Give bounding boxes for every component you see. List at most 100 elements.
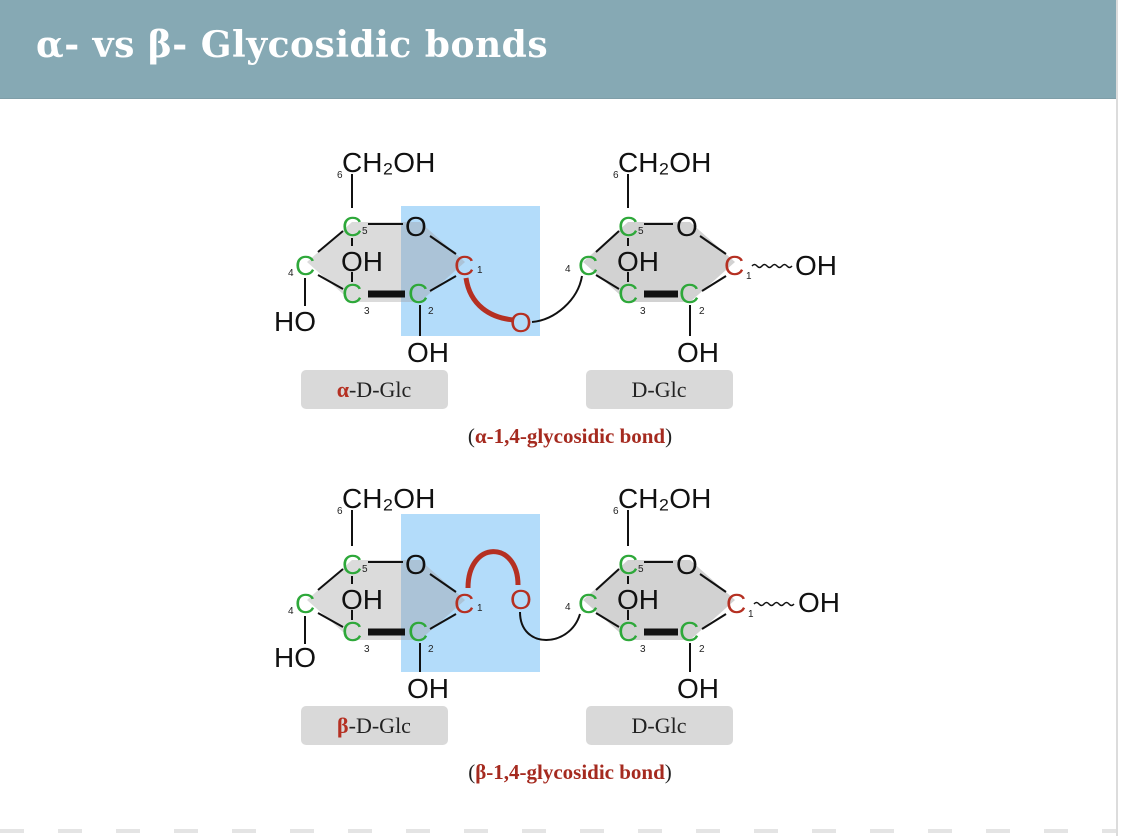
beta-bond-caption: (β-1,4-glycosidic bond): [468, 760, 672, 784]
alpha-left-c5-c4-bond: [317, 230, 344, 253]
alpha-glycosidic-o: O: [510, 307, 532, 338]
beta-left-anomer-prefix: β: [337, 713, 349, 738]
alpha-left-c3-oh: OH: [341, 246, 383, 277]
alpha-left-ch2oh: CH₂OH: [342, 147, 435, 178]
page-edge: [1116, 0, 1118, 836]
beta-bond-label: β-1,4-glycosidic bond: [475, 760, 665, 784]
alpha-right-ch2oh: CH₂OH: [618, 147, 711, 178]
alpha-left-sugar-name: -D-Glc: [349, 377, 412, 402]
alpha-left-c1-number: 1: [477, 265, 483, 276]
beta-left-c1: C: [454, 588, 474, 619]
alpha-right-c3-number: 3: [640, 306, 646, 317]
beta-right-ring: [583, 560, 735, 640]
alpha-left-ring-overlap: [401, 222, 465, 302]
alpha-left-c3: C: [342, 278, 362, 309]
beta-left-ring-overlap: [401, 560, 465, 640]
alpha-right-c3-oh: OH: [617, 246, 659, 277]
alpha-left-c4: C: [295, 250, 315, 281]
beta-right-sugar-name: D-Glc: [632, 713, 687, 738]
beta-left-c2-number: 2: [428, 644, 434, 655]
beta-left-sugar-name: -D-Glc: [349, 713, 412, 738]
alpha-right-c2-oh: OH: [677, 337, 719, 368]
beta-right-c1-c2-bond: [701, 613, 727, 630]
beta-panel: CH₂OH 6 C 5 O C 1 C 2 C 3 C 4 OH HO OH O…: [274, 483, 840, 784]
beta-right-c2-oh: OH: [677, 673, 719, 704]
beta-right-c1-oh: OH: [798, 587, 840, 618]
beta-left-c3-oh: OH: [341, 584, 383, 615]
alpha-left-c2-number: 2: [428, 306, 434, 317]
beta-left-c2-oh: OH: [407, 673, 449, 704]
beta-right-c2-number: 2: [699, 644, 705, 655]
beta-right-c4-number: 4: [565, 602, 571, 613]
alpha-bond-caption: (α-1,4-glycosidic bond): [468, 424, 672, 448]
alpha-right-pill: [586, 370, 733, 409]
alpha-left-c5: C: [342, 211, 362, 242]
beta-left-ring-o: O: [405, 549, 427, 580]
alpha-c4-linkage: [531, 275, 583, 323]
alpha-anomeric-wavy-bond: [751, 263, 793, 269]
alpha-left-c1-c2-bond: [429, 275, 457, 292]
alpha-left-c3-number: 3: [364, 306, 370, 317]
alpha-right-c5-c4-bond: [595, 230, 620, 253]
alpha-left-anomer-prefix: α: [337, 377, 350, 402]
beta-right-c6-number: 6: [613, 506, 619, 517]
beta-right-c4-c3-bond: [595, 612, 620, 628]
beta-left-c5: C: [342, 549, 362, 580]
alpha-right-c1-oh: OH: [795, 250, 837, 281]
alpha-right-c2: C: [679, 278, 699, 309]
alpha-bond-close: ): [665, 424, 672, 448]
beta-right-o-c1-bond: [699, 573, 727, 593]
beta-bond-close: ): [665, 760, 672, 784]
title-bar: α- vs β- Glycosidic bonds: [0, 0, 1116, 99]
beta-left-c2: C: [408, 616, 428, 647]
alpha-right-c4-c3-bond: [595, 274, 620, 290]
alpha-left-c4-c3-bond: [317, 274, 344, 290]
alpha-right-ring-o: O: [676, 211, 698, 242]
beta-right-c4: C: [578, 588, 598, 619]
beta-bond-open: (: [468, 760, 475, 784]
beta-right-c1-number: 1: [748, 609, 754, 620]
beta-right-c2: C: [679, 616, 699, 647]
alpha-right-c2-number: 2: [699, 306, 705, 317]
alpha-panel: CH₂OH 6 C 5 O C 1 C 2 C 3 C 4 OH HO OH O…: [274, 147, 837, 448]
alpha-glycosidic-arc: [463, 277, 515, 323]
beta-left-c5-number: 5: [362, 564, 368, 575]
alpha-left-pill-label: α-D-Glc: [337, 377, 412, 402]
alpha-left-c1: C: [454, 250, 474, 281]
alpha-bond-open: (: [468, 424, 475, 448]
beta-right-c5: C: [618, 549, 638, 580]
beta-right-c3: C: [618, 616, 638, 647]
beta-left-pill-label: β-D-Glc: [337, 713, 411, 738]
alpha-right-c3: C: [618, 278, 638, 309]
beta-glycosidic-arc: [465, 549, 521, 589]
alpha-right-o-c1-bond: [699, 235, 727, 255]
beta-left-ch2oh: CH₂OH: [342, 483, 435, 514]
alpha-right-c5: C: [618, 211, 638, 242]
alpha-right-c4: C: [578, 250, 598, 281]
beta-right-c3-number: 3: [640, 644, 646, 655]
beta-left-c1-c2-bond: [429, 613, 457, 630]
beta-left-c5-c4-bond: [317, 568, 344, 591]
beta-left-c3-number: 3: [364, 644, 370, 655]
alpha-right-c1-c2-bond: [701, 275, 727, 292]
alpha-right-c4-number: 4: [565, 264, 571, 275]
alpha-bond-label: α-1,4-glycosidic bond: [475, 424, 666, 448]
beta-right-c5-c4-bond: [595, 568, 620, 591]
beta-right-ring-o: O: [676, 549, 698, 580]
alpha-left-ring-o: O: [405, 211, 427, 242]
alpha-right-sugar-name: D-Glc: [632, 377, 687, 402]
alpha-left-o-c1-bond: [429, 235, 457, 255]
beta-glycosidic-o: O: [510, 584, 532, 615]
beta-right-c1: C: [726, 588, 746, 619]
beta-right-pill: [586, 706, 733, 745]
beta-left-pill: [301, 706, 448, 745]
beta-anomeric-wavy-bond: [753, 601, 795, 607]
beta-c4-linkage: [519, 611, 581, 641]
alpha-right-ring: [583, 222, 735, 302]
alpha-left-c2-oh: OH: [407, 337, 449, 368]
alpha-left-c4-number: 4: [288, 268, 294, 279]
beta-left-c6-number: 6: [337, 506, 343, 517]
alpha-right-c1-number: 1: [746, 271, 752, 282]
alpha-right-c5-number: 5: [638, 226, 644, 237]
footer-dashes: [0, 829, 1116, 833]
